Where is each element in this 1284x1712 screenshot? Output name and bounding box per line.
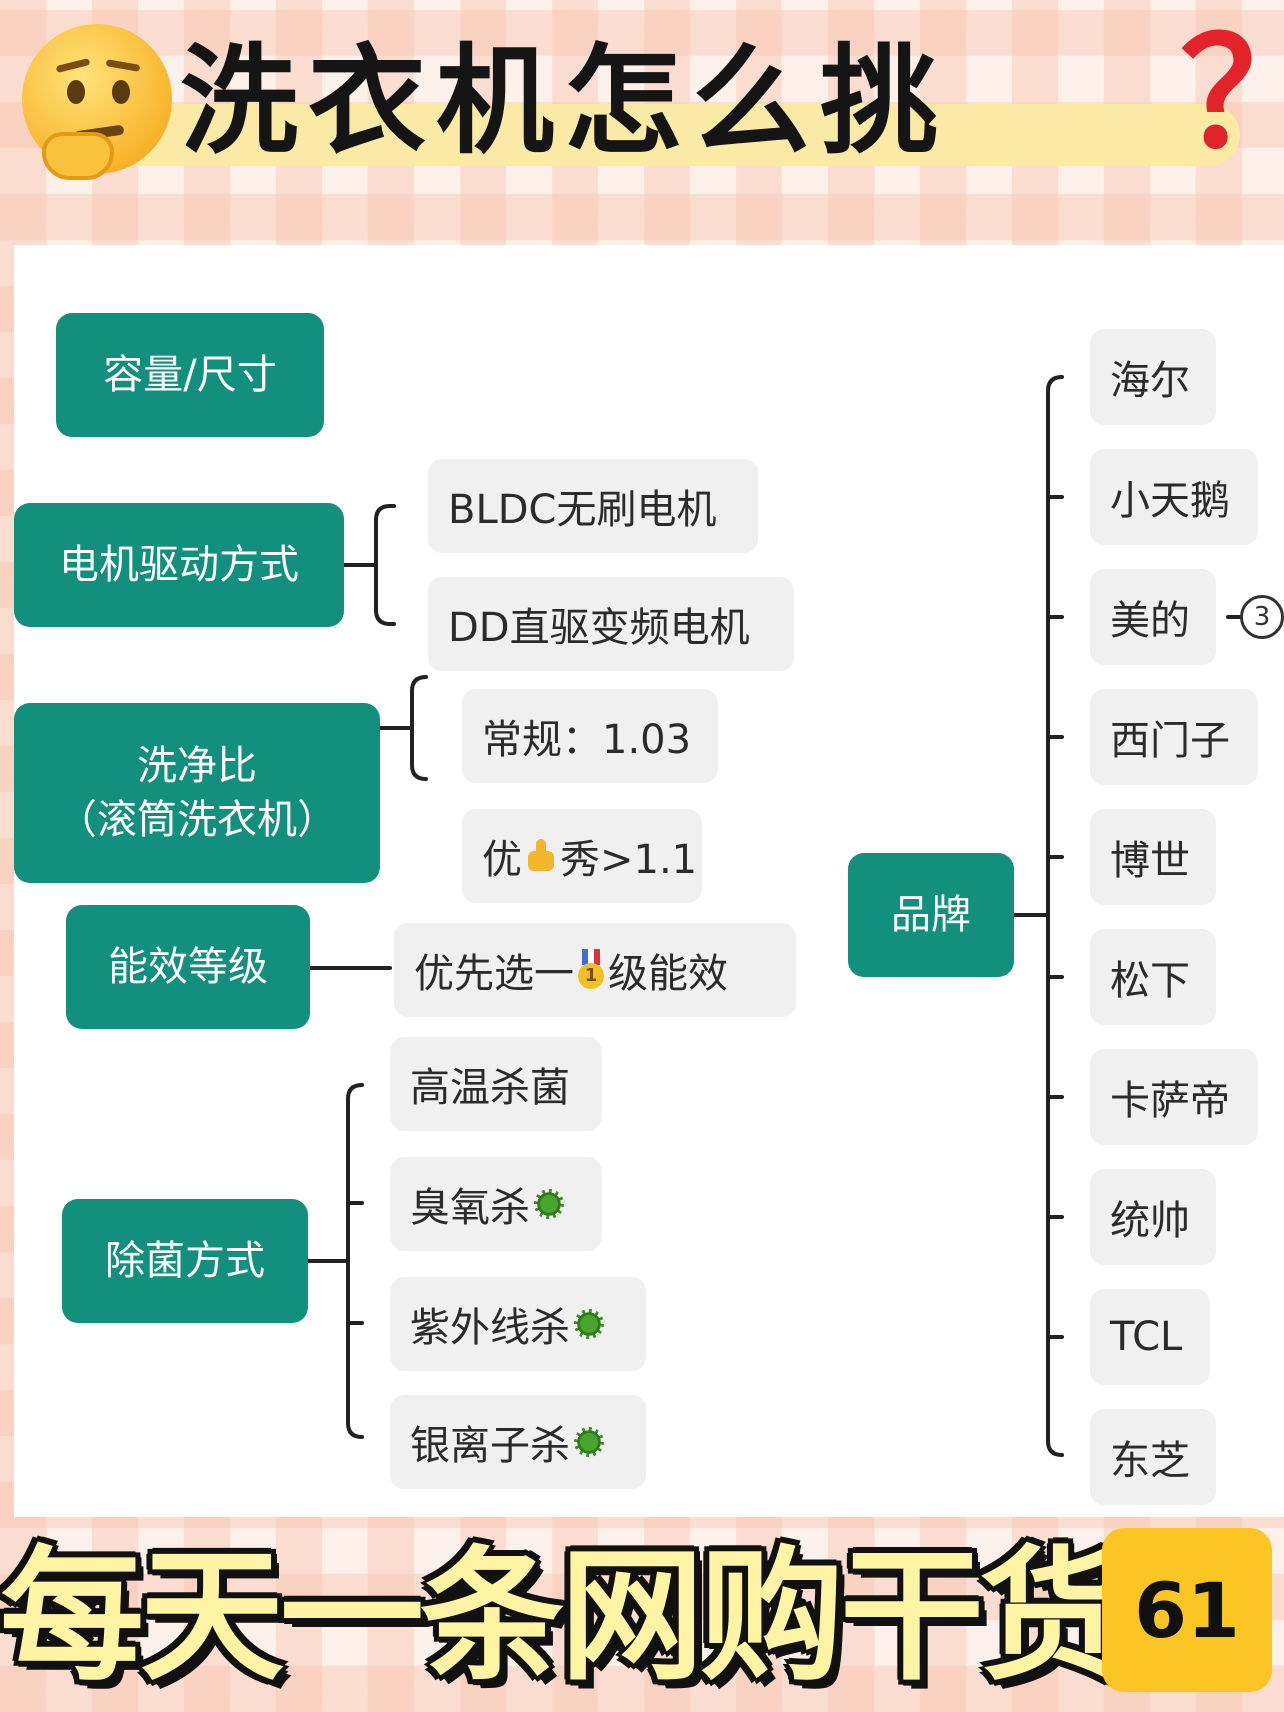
collapsed-children-badge[interactable]: 3 xyxy=(1240,595,1284,639)
silver-ion-label: 银离子杀 xyxy=(410,1423,570,1469)
header: 洗衣机怎么挑 ？ xyxy=(0,0,1284,245)
leaf-ozone: 臭氧杀 xyxy=(390,1157,602,1251)
brand-item: 美的 xyxy=(1090,569,1216,665)
excellent-suffix: 秀>1.1 xyxy=(560,837,698,883)
energy-suffix: 级能效 xyxy=(608,951,728,997)
gold-medal-icon: 1 xyxy=(576,949,606,991)
brand-item: 松下 xyxy=(1090,929,1216,1025)
brand-item: 统帅 xyxy=(1090,1169,1216,1265)
leaf-high-temp: 高温杀菌 xyxy=(390,1037,602,1131)
node-sterilize: 除菌方式 xyxy=(62,1199,308,1323)
virus-icon xyxy=(574,1427,604,1457)
brand-item: 卡萨帝 xyxy=(1090,1049,1258,1145)
brand-item: 东芝 xyxy=(1090,1409,1216,1505)
brand-item: TCL xyxy=(1090,1289,1210,1385)
brand-item: 海尔 xyxy=(1090,329,1216,425)
leaf-energy-level: 优先选一 1 级能效 xyxy=(394,923,796,1017)
wash-ratio-title: 洗净比 xyxy=(137,743,257,789)
wash-ratio-subtitle: （滚筒洗衣机） xyxy=(57,797,337,843)
node-capacity: 容量/尺寸 xyxy=(56,313,324,437)
issue-number-badge: 61 xyxy=(1102,1528,1272,1692)
node-motor: 电机驱动方式 xyxy=(14,503,344,627)
node-energy: 能效等级 xyxy=(66,905,310,1029)
node-wash-ratio: 洗净比 （滚筒洗衣机） xyxy=(14,703,380,883)
leaf-silver-ion: 银离子杀 xyxy=(390,1395,646,1489)
footer: 每天一条网购干货 xyxy=(0,1517,1284,1712)
leaf-normal-ratio: 常规：1.03 xyxy=(462,689,718,783)
virus-icon xyxy=(574,1309,604,1339)
brand-item: 小天鹅 xyxy=(1090,449,1258,545)
page-title: 洗衣机怎么挑 xyxy=(180,32,949,170)
leaf-bldc-motor: BLDC无刷电机 xyxy=(428,459,758,553)
node-brands: 品牌 xyxy=(848,853,1014,977)
ozone-label: 臭氧杀 xyxy=(410,1185,530,1231)
leaf-uv: 紫外线杀 xyxy=(390,1277,646,1371)
uv-label: 紫外线杀 xyxy=(410,1305,570,1351)
virus-icon xyxy=(534,1189,564,1219)
title-highlight xyxy=(40,104,1240,166)
energy-prefix: 优先选一 xyxy=(414,951,574,997)
mindmap-panel: 容量/尺寸 电机驱动方式 BLDC无刷电机 DD直驱变频电机 洗净比 （滚筒洗衣… xyxy=(14,245,1284,1517)
thinking-face-icon xyxy=(22,24,172,180)
connector-lines xyxy=(306,375,1244,1457)
leaf-excellent-ratio: 优 秀>1.1 xyxy=(462,809,702,903)
brand-item: 博世 xyxy=(1090,809,1216,905)
brand-item: 西门子 xyxy=(1090,689,1258,785)
thumbs-up-icon xyxy=(524,839,558,873)
leaf-dd-motor: DD直驱变频电机 xyxy=(428,577,794,671)
footer-slogan: 每天一条网购干货 xyxy=(0,1532,1124,1700)
question-mark-icon: ？ xyxy=(1180,10,1284,180)
excellent-prefix: 优 xyxy=(482,837,522,883)
